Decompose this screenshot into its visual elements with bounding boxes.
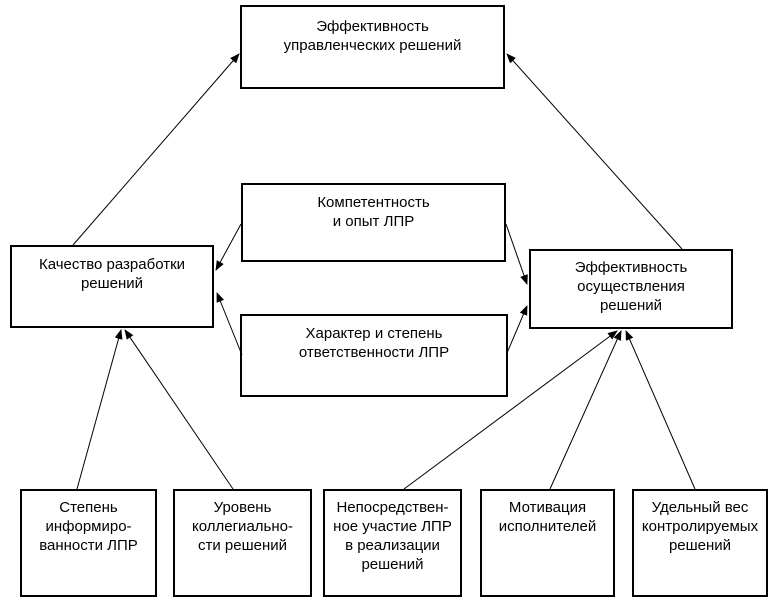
node-implementation-effectiveness: Эффективность осуществления решений <box>529 249 733 329</box>
node-responsibility-character: Характер и степень ответственности ЛПР <box>240 314 508 397</box>
node-management-decisions-effectiveness: Эффективность управленческих решений <box>240 5 505 89</box>
arrow-character-to-implementation <box>506 305 528 354</box>
node-awareness-degree: Степень информиро- ванности ЛПР <box>20 489 157 597</box>
node-performer-motivation: Мотивация исполнителей <box>480 489 615 597</box>
node-decision-development-quality: Качество разработки решений <box>10 245 214 328</box>
arrow-motivation-to-implementation <box>549 330 622 490</box>
node-collegiality-level: Уровень коллегиально- сти решений <box>173 489 312 597</box>
node-controlled-decisions-share: Удельный вес контролируемых решений <box>632 489 768 597</box>
arrow-implementation-to-top <box>506 53 683 250</box>
arrow-competence-to-implementation <box>505 223 528 285</box>
arrow-competence-to-quality <box>215 223 242 271</box>
arrow-character-to-quality <box>216 292 243 356</box>
arrow-awareness-to-quality <box>76 329 123 490</box>
arrow-controlled-to-implementation <box>625 330 696 490</box>
node-competence-experience: Компетентность и опыт ЛПР <box>241 183 506 262</box>
arrow-quality-to-top <box>72 53 240 246</box>
node-direct-participation: Непосредствен- ное участие ЛПР в реализа… <box>323 489 462 597</box>
arrow-collegiality-to-quality <box>124 329 234 490</box>
